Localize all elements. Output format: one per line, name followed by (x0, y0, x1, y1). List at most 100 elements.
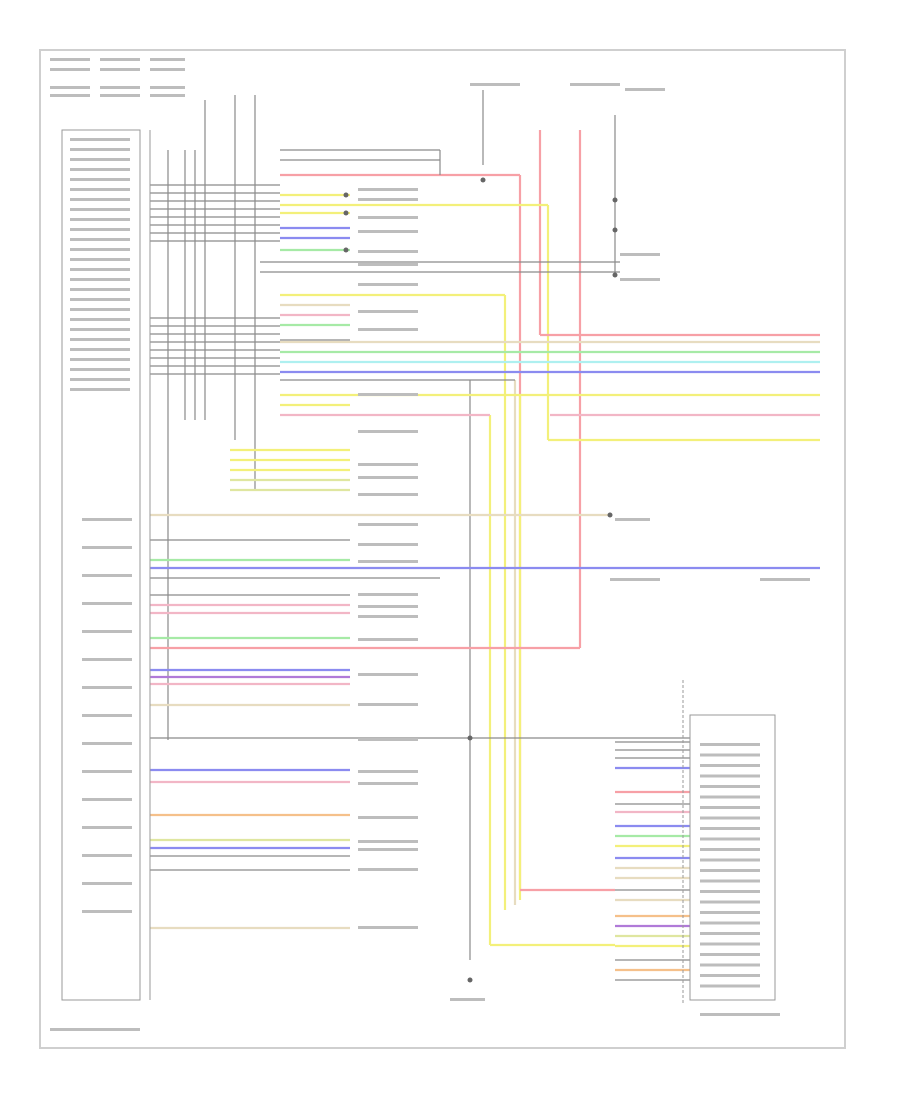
label-placeholder (82, 686, 132, 689)
label-placeholder (700, 837, 760, 841)
splice-dot (343, 247, 349, 253)
label-placeholder (358, 430, 418, 433)
label-placeholder (70, 188, 130, 191)
label-placeholder (82, 602, 132, 605)
splice-dot (343, 210, 349, 216)
label-placeholder (50, 68, 90, 71)
label-placeholder (70, 308, 130, 311)
label-placeholder (358, 493, 418, 496)
label-placeholder (82, 658, 132, 661)
wires (150, 90, 820, 981)
label-placeholder (70, 238, 130, 241)
label-placeholder (700, 890, 760, 893)
label-placeholder (615, 518, 650, 521)
label-placeholder (358, 782, 418, 785)
label-placeholder (358, 198, 418, 201)
splice-dot (612, 197, 618, 203)
label-placeholder (700, 942, 760, 946)
splice-points (343, 177, 618, 983)
label-placeholder (358, 703, 418, 706)
label-placeholder (358, 848, 418, 851)
label-placeholder (358, 263, 418, 266)
label-placeholder (70, 288, 130, 291)
label-placeholder (150, 86, 185, 89)
label-placeholder (358, 593, 418, 596)
label-placeholder (50, 94, 90, 97)
label-placeholder (358, 250, 418, 253)
label-placeholder (150, 68, 185, 71)
label-placeholder (70, 248, 130, 251)
label-placeholder (470, 83, 520, 86)
label-placeholder (70, 138, 130, 141)
label-placeholder (700, 785, 760, 788)
label-placeholder (50, 58, 90, 61)
label-placeholder (620, 278, 660, 281)
label-placeholder (700, 806, 760, 809)
label-placeholder (700, 984, 760, 988)
splice-dot (343, 192, 349, 198)
label-placeholder (70, 388, 130, 391)
splice-dot (612, 272, 618, 278)
splice-dot (612, 227, 618, 233)
label-placeholder (358, 328, 418, 331)
label-placeholder (358, 560, 418, 563)
label-placeholder (700, 974, 760, 977)
label-placeholder (70, 268, 130, 271)
label-placeholder (700, 900, 760, 904)
splice-dot (480, 177, 486, 183)
label-placeholder (70, 338, 130, 341)
label-placeholder (700, 816, 760, 820)
label-placeholder (358, 738, 418, 741)
label-placeholder (700, 858, 760, 862)
label-placeholder (82, 546, 132, 549)
label-placeholder (700, 743, 760, 746)
label-placeholder (700, 827, 760, 830)
label-placeholder (100, 94, 140, 97)
label-placeholder (82, 742, 132, 745)
left-control-module-box (61, 129, 141, 1001)
label-placeholder (358, 926, 418, 929)
label-placeholder (70, 228, 130, 231)
label-placeholder (700, 879, 760, 883)
label-placeholder (70, 218, 130, 221)
label-placeholder (358, 543, 418, 546)
label-placeholder (450, 998, 485, 1001)
label-placeholder (358, 673, 418, 676)
label-placeholder (358, 283, 418, 286)
label-placeholder (70, 318, 130, 321)
label-placeholder (625, 88, 665, 91)
label-placeholder (700, 911, 760, 914)
label-placeholder (700, 953, 760, 956)
label-placeholder (358, 463, 418, 466)
label-placeholder (150, 58, 185, 61)
label-placeholder (70, 158, 130, 161)
label-placeholder (82, 882, 132, 885)
label-placeholder (358, 605, 418, 608)
label-placeholder (700, 774, 760, 778)
splice-dot (467, 977, 473, 983)
label-placeholder (82, 910, 132, 913)
label-placeholder (358, 840, 418, 843)
label-placeholder (100, 68, 140, 71)
label-placeholder (620, 253, 660, 256)
splice-dot (467, 735, 473, 741)
label-placeholder (70, 298, 130, 301)
label-placeholder (50, 86, 90, 89)
label-placeholder (358, 615, 418, 618)
diagram-frame (39, 49, 846, 1049)
label-placeholder (610, 578, 660, 581)
label-placeholder (700, 764, 760, 767)
label-placeholder (358, 770, 418, 773)
label-placeholder (700, 921, 760, 925)
label-placeholder (100, 86, 140, 89)
label-placeholder (70, 258, 130, 261)
label-placeholder (358, 216, 418, 219)
label-placeholder (358, 310, 418, 313)
label-placeholder (70, 378, 130, 381)
label-placeholder (760, 578, 810, 581)
label-placeholder (358, 816, 418, 819)
label-placeholder (82, 714, 132, 717)
label-placeholder (70, 368, 130, 371)
label-placeholder (700, 869, 760, 872)
